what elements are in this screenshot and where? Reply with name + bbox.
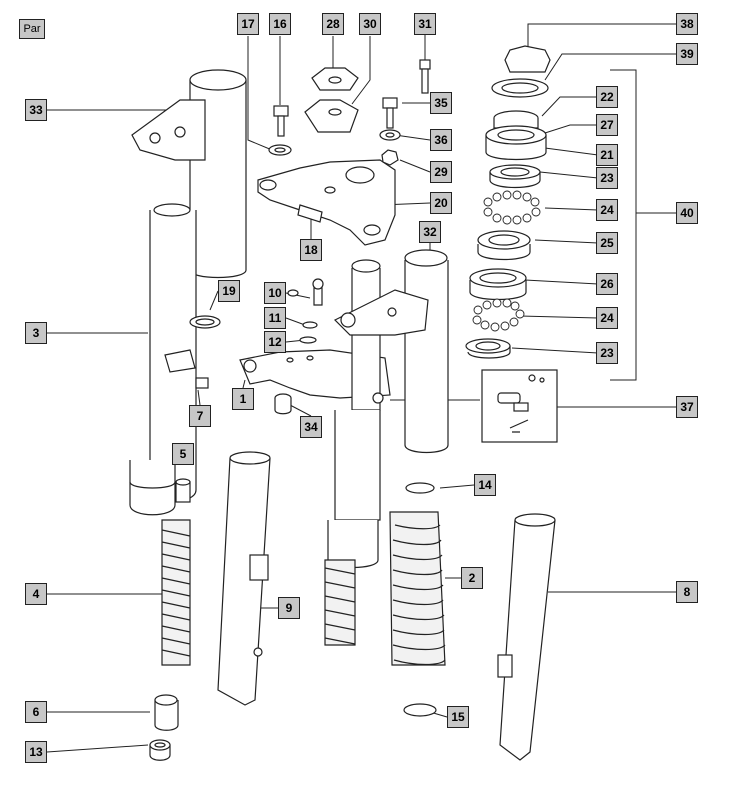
callout-35: 35 <box>430 92 452 114</box>
callout-31: 31 <box>414 13 436 35</box>
callout-36: 36 <box>430 129 452 151</box>
sliders-and-boot <box>217 451 556 761</box>
lower-clamp-and-stem <box>239 259 391 646</box>
callout-14: 14 <box>474 474 496 496</box>
callout-12: 12 <box>264 331 286 353</box>
callout-8: 8 <box>676 581 698 603</box>
callout-23-lower: 23 <box>596 342 618 364</box>
callout-2: 2 <box>461 567 483 589</box>
callout-39: 39 <box>676 43 698 65</box>
callout-9: 9 <box>278 597 300 619</box>
right-fork-tube <box>333 249 449 454</box>
callout-30: 30 <box>359 13 381 35</box>
callout-19: 19 <box>218 280 240 302</box>
ball-bearing-rings <box>472 190 541 332</box>
callout-38: 38 <box>676 13 698 35</box>
callout-7: 7 <box>189 405 211 427</box>
callout-32: 32 <box>419 221 441 243</box>
callout-23-upper: 23 <box>596 167 618 189</box>
callout-24-lower: 24 <box>596 307 618 329</box>
callout-22: 22 <box>596 86 618 108</box>
callout-13: 13 <box>25 741 47 763</box>
callout-24-upper: 24 <box>596 199 618 221</box>
callout-26: 26 <box>596 273 618 295</box>
callout-16: 16 <box>269 13 291 35</box>
callout-10: 10 <box>264 282 286 304</box>
callout-5: 5 <box>172 443 194 465</box>
bearing-stack <box>465 45 551 359</box>
lock-set-inset <box>481 369 558 443</box>
callout-37: 37 <box>676 396 698 418</box>
callout-28: 28 <box>322 13 344 35</box>
callout-27: 27 <box>596 114 618 136</box>
callout-34: 34 <box>300 416 322 438</box>
upper-clamp-and-bolts <box>257 59 431 246</box>
callout-33: 33 <box>25 99 47 121</box>
callout-15: 15 <box>447 706 469 728</box>
callout-20: 20 <box>430 192 452 214</box>
callout-4: 4 <box>25 583 47 605</box>
callout-18: 18 <box>300 239 322 261</box>
callout-29: 29 <box>430 161 452 183</box>
callout-21: 21 <box>596 144 618 166</box>
callout-1: 1 <box>232 388 254 410</box>
callout-25: 25 <box>596 232 618 254</box>
callout-17: 17 <box>237 13 259 35</box>
corner-tag: Par <box>19 19 45 39</box>
left-fork-tubes <box>129 69 299 761</box>
callout-3: 3 <box>25 322 47 344</box>
callout-40: 40 <box>676 202 698 224</box>
callout-6: 6 <box>25 701 47 723</box>
callout-11: 11 <box>264 307 286 329</box>
